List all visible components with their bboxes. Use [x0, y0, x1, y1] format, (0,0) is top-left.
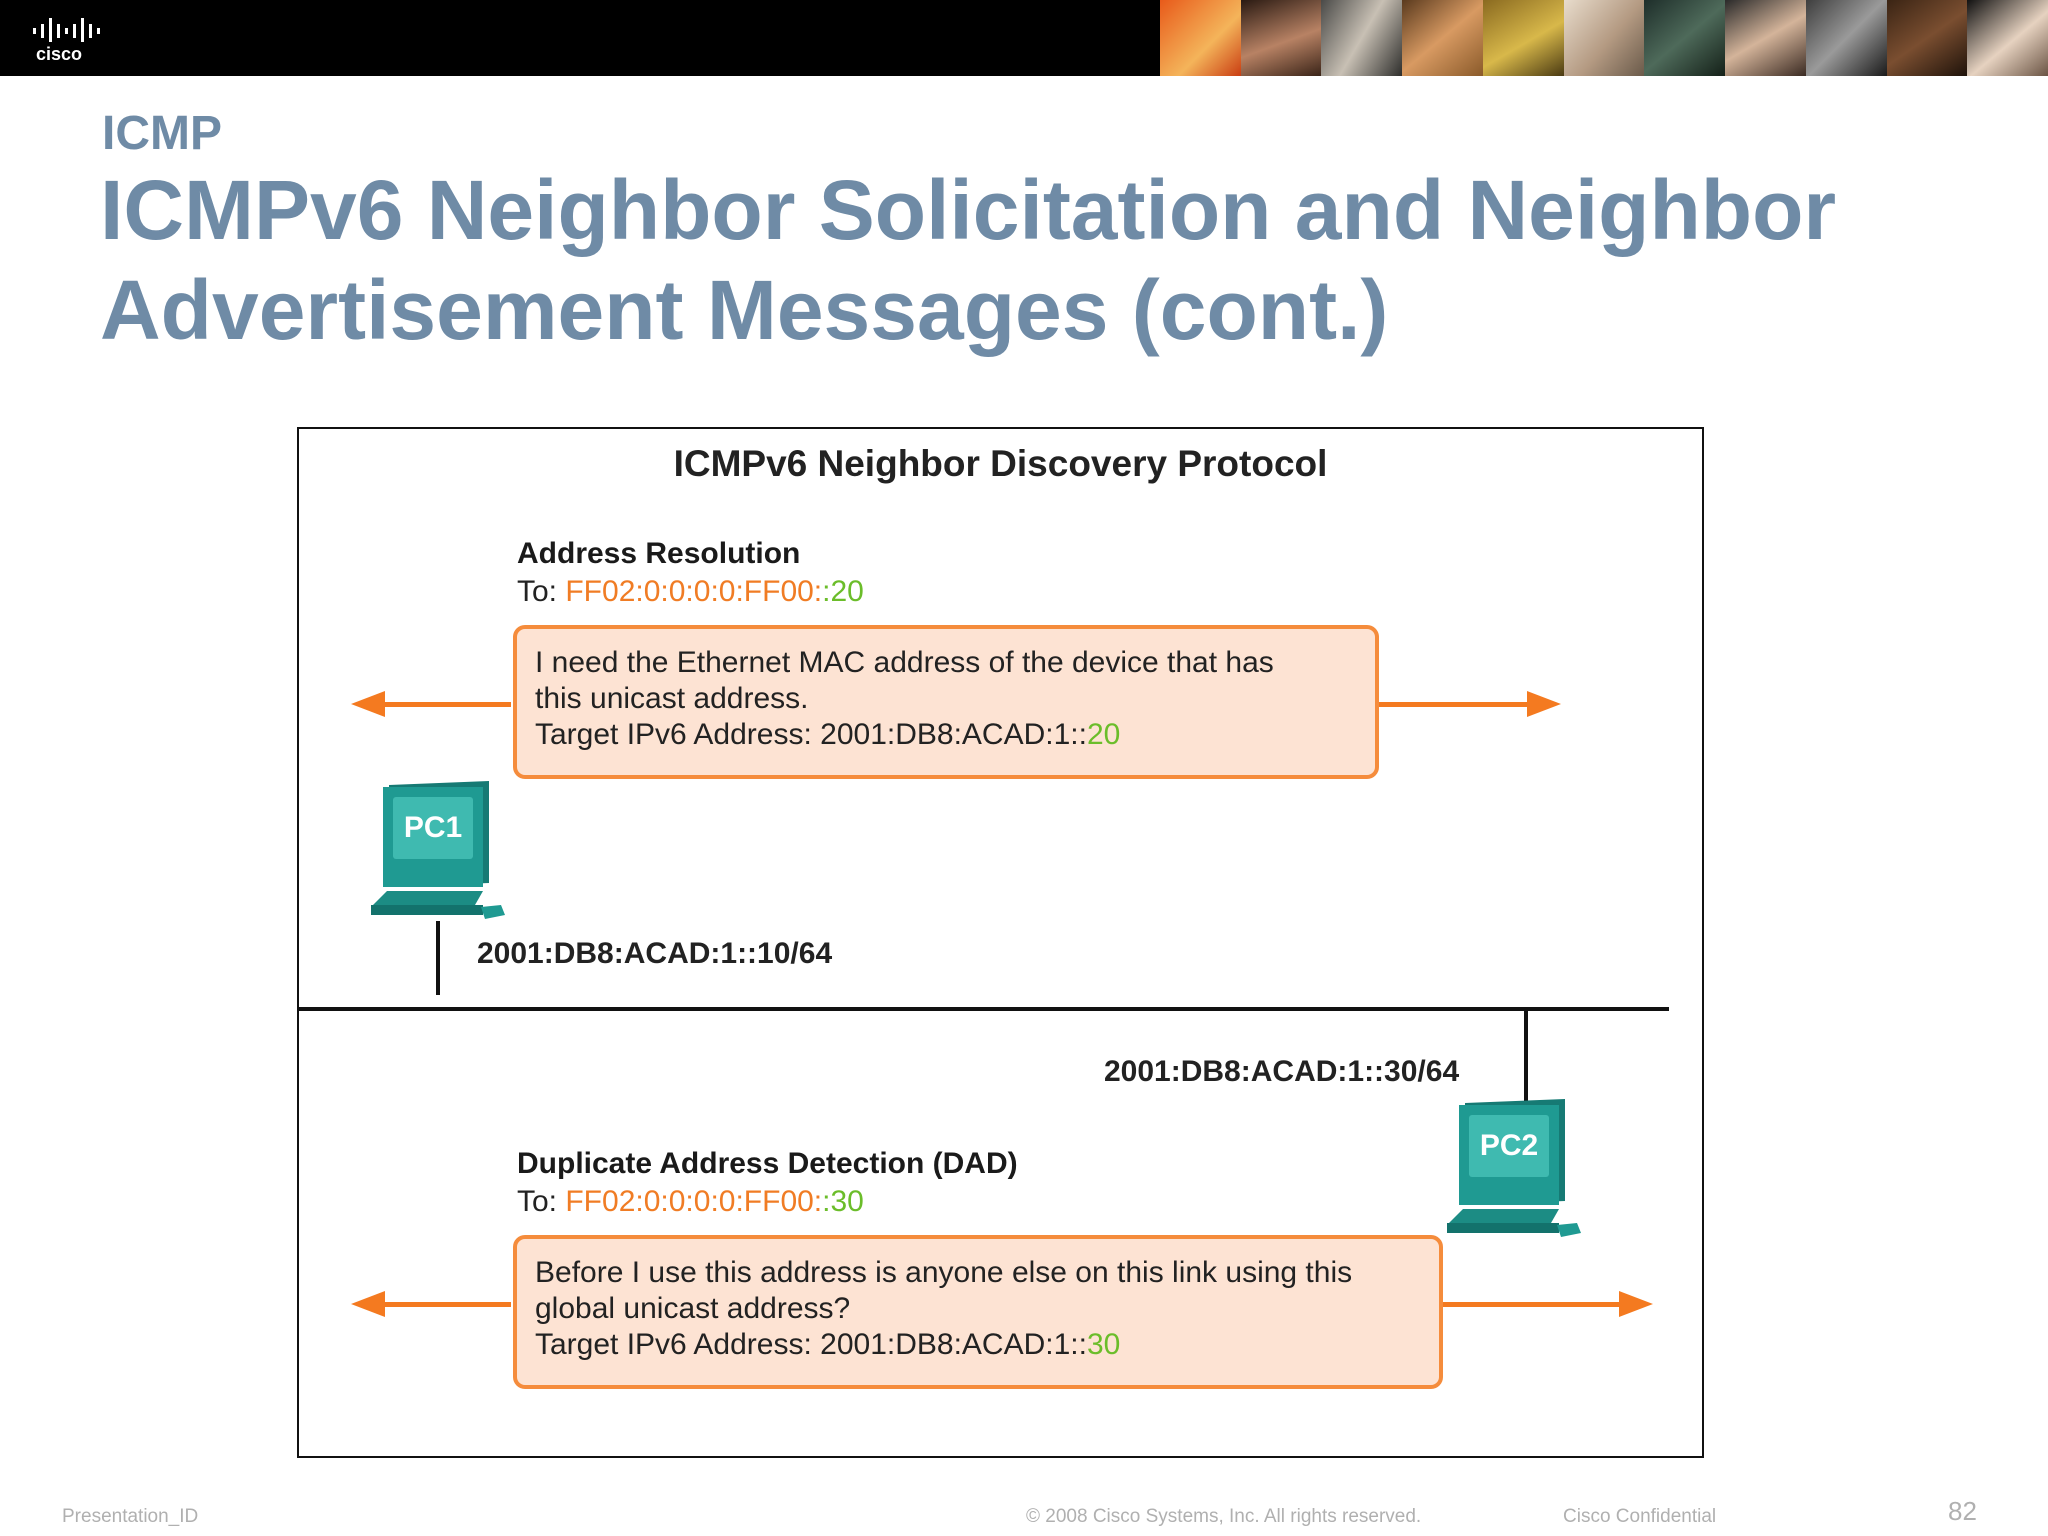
arrow-right-icon — [1527, 691, 1561, 717]
pc2-address: 2001:DB8:ACAD:1::30/64 — [1104, 1055, 1460, 1088]
target-label: Target IPv6 Address: 2001:DB8:ACAD:1:: — [535, 1328, 1087, 1361]
pc2-drop-line — [1524, 1009, 1528, 1109]
page-number: 82 — [1948, 1496, 1977, 1526]
arrow-line — [1441, 1302, 1623, 1307]
to-label: To: — [517, 1185, 566, 1218]
photo-strip — [1160, 0, 2048, 76]
cisco-logo-text: cisco — [36, 44, 82, 64]
target-suffix: 30 — [1086, 1328, 1121, 1361]
photo-tile — [1160, 0, 1241, 76]
section-kicker: ICMP — [102, 107, 222, 160]
target-suffix: 20 — [1086, 718, 1121, 751]
diagram-title: ICMPv6 Neighbor Discovery Protocol — [673, 443, 1328, 484]
neighbor-solicitation-message: I need the Ethernet MAC address of the d… — [513, 625, 1379, 779]
multicast-suffix: :20 — [822, 575, 864, 608]
multicast-prefix: FF02:0:0:0:0:FF00: — [565, 1185, 823, 1218]
target-label: Target IPv6 Address: 2001:DB8:ACAD:1:: — [535, 718, 1087, 751]
arrow-line — [383, 1302, 511, 1307]
message-line: global unicast address? — [535, 1292, 851, 1325]
arrow-line — [1377, 702, 1529, 707]
header-bar: cisco — [0, 0, 2048, 76]
pc1-drop-line — [436, 921, 440, 995]
multicast-prefix: FF02:0:0:0:0:FF00: — [565, 575, 823, 608]
photo-tile — [1563, 0, 1645, 76]
message-line: I need the Ethernet MAC address of the d… — [535, 646, 1274, 679]
to-label: To: — [517, 575, 566, 608]
photo-tile — [1805, 0, 1887, 76]
arrow-left-icon — [351, 1291, 385, 1317]
arrow-right-icon — [1619, 1291, 1653, 1317]
address-resolution-to: To: FF02:0:0:0:0:FF00::20 — [517, 575, 864, 609]
pc2-label: PC2 — [1480, 1129, 1538, 1162]
address-resolution-heading: Address Resolution — [517, 537, 801, 570]
ndp-diagram: ICMPv6 Neighbor Discovery Protocol Addre… — [297, 427, 1704, 1458]
arrow-line — [383, 702, 511, 707]
slide-title: ICMPv6 Neighbor Solicitation and Neighbo… — [100, 163, 1837, 357]
pc1-address: 2001:DB8:ACAD:1::10/64 — [477, 937, 833, 970]
footer-confidential: Cisco Confidential — [1563, 1506, 1717, 1527]
photo-tile — [1321, 0, 1403, 76]
footer-copyright: © 2008 Cisco Systems, Inc. All rights re… — [1026, 1506, 1422, 1527]
multicast-suffix: :30 — [822, 1185, 864, 1218]
photo-tile — [1886, 0, 1968, 76]
photo-tile — [1725, 0, 1806, 76]
photo-tile — [1240, 0, 1322, 76]
pc1-computer-icon: PC1 — [365, 779, 535, 929]
photo-tile — [1967, 0, 2048, 76]
message-line: this unicast address. — [535, 682, 809, 715]
arrow-left-icon — [351, 691, 385, 717]
ethernet-link — [299, 1007, 1669, 1011]
dad-to: To: FF02:0:0:0:0:FF00::30 — [517, 1185, 864, 1219]
target-address-line: Target IPv6 Address: 2001:DB8:ACAD:1::20 — [535, 717, 1357, 753]
dad-heading: Duplicate Address Detection (DAD) — [517, 1147, 1018, 1180]
message-line: Before I use this address is anyone else… — [535, 1256, 1353, 1289]
pc2-computer-icon: PC2 — [1441, 1097, 1611, 1247]
cisco-logo: cisco — [30, 14, 120, 64]
footer-presentation-id: Presentation_ID — [62, 1506, 199, 1527]
photo-tile — [1402, 0, 1483, 76]
photo-tile — [1644, 0, 1726, 76]
dad-message: Before I use this address is anyone else… — [513, 1235, 1443, 1389]
pc1-label: PC1 — [404, 811, 462, 844]
target-address-line: Target IPv6 Address: 2001:DB8:ACAD:1::30 — [535, 1327, 1421, 1363]
photo-tile — [1482, 0, 1564, 76]
